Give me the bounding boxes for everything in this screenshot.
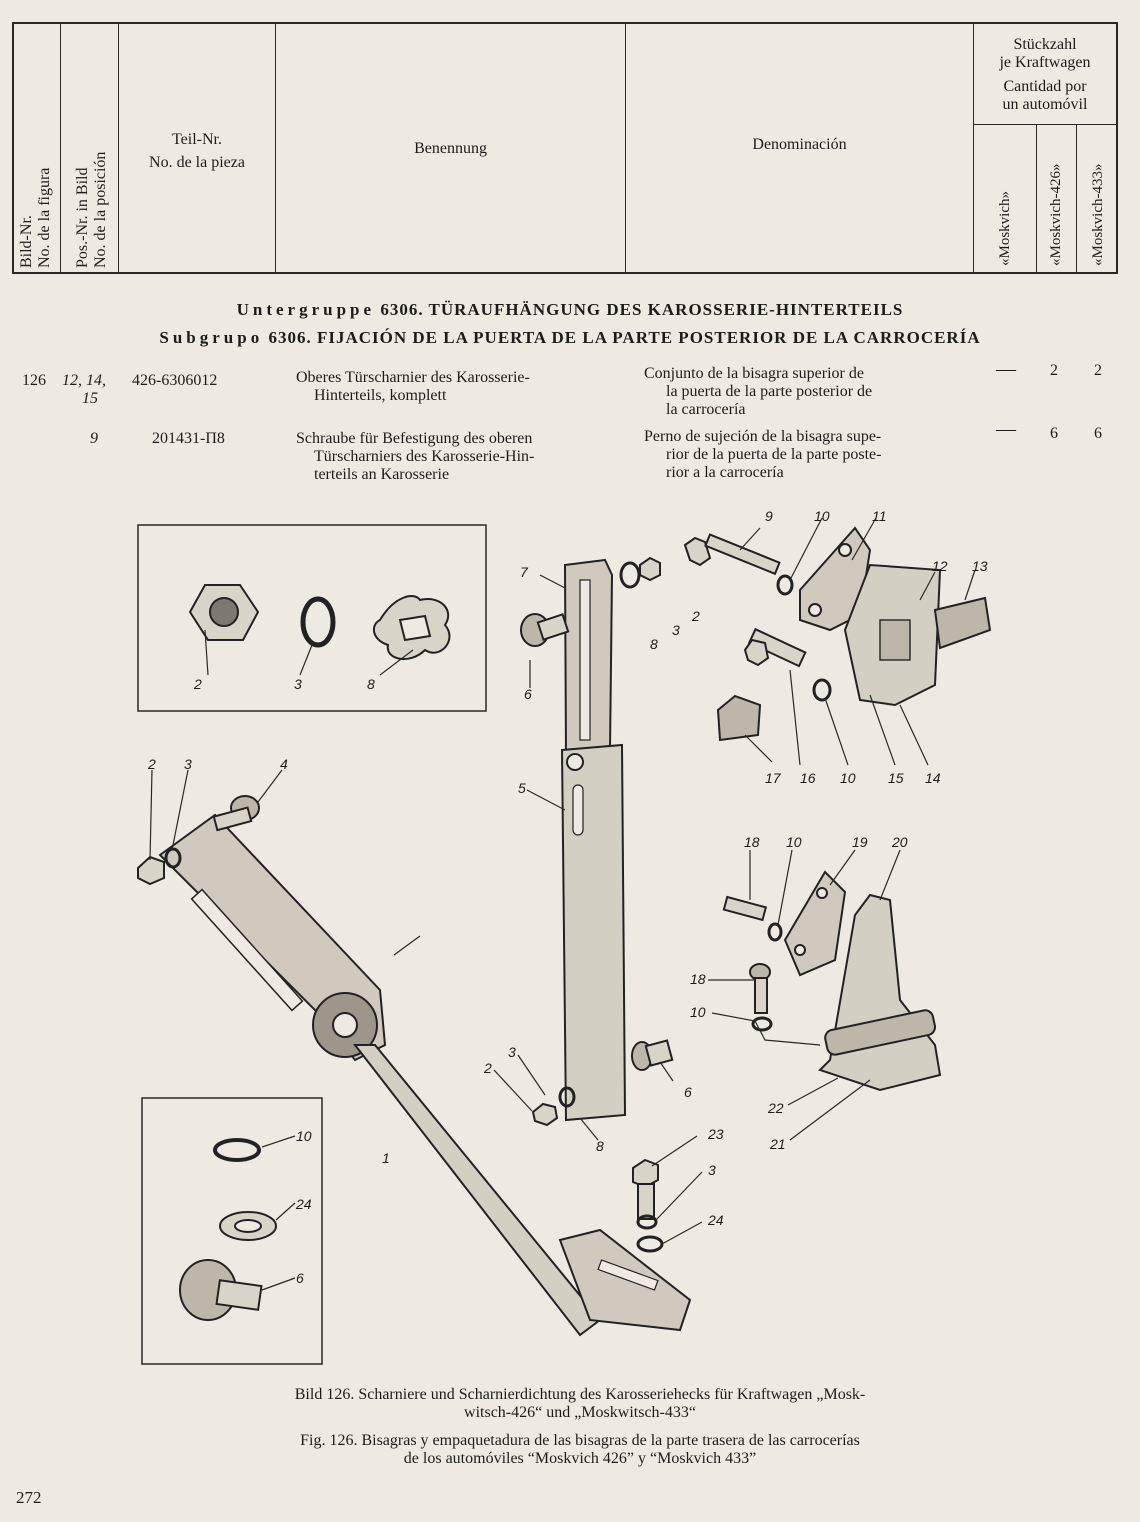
label-part-19: 19 [852,834,868,850]
label-part-21: 21 [770,1136,786,1152]
label-part-3: 3 [672,622,680,638]
inset-frame-washers [141,1097,323,1365]
spring-washer-icon [213,1138,261,1162]
header-part-no: Teil-Nr. No. de la pieza [149,131,245,171]
header-model-426: «Moskvich-426» [1048,163,1064,267]
row-part-no: 201431-П8 [152,430,225,447]
label-part-1: 1 [382,1150,390,1166]
label-part-3: 3 [508,1044,516,1060]
row-denominacion: Perno de sujeción de la bisagra supe- ri… [644,428,882,481]
page-number: 272 [16,1488,42,1507]
label-part-6: 6 [524,686,532,702]
inset-frame-fasteners [137,524,487,712]
label-part-18: 18 [690,971,706,987]
bolt-icon [179,1259,263,1321]
label-part-8: 8 [596,1138,604,1154]
label-inset2-24: 24 [296,1196,312,1212]
label-part-2: 2 [148,756,156,772]
label-part-18: 18 [744,834,760,850]
label-part-16: 16 [800,770,816,786]
figure-caption-es: Fig. 126. Bisagras y empaquetadura de la… [300,1432,860,1467]
row-denominacion: Conjunto de la bisagra superior de la pu… [644,365,873,418]
row-benennung: Oberes Türscharnier des Karosserie- Hint… [296,369,530,404]
row-qty-433: 6 [1094,425,1102,442]
label-inset2-6: 6 [296,1270,304,1286]
header-benennung: Benennung [414,140,487,157]
label-part-6: 6 [684,1084,692,1100]
row-pos-no: 9 [90,430,98,447]
row-qty-433: 2 [1094,362,1102,379]
label-part-10: 10 [840,770,856,786]
row-pos-no: 12, 14, 15 [62,372,106,407]
label-inset1-8: 8 [367,676,375,692]
figure-caption-de: Bild 126. Scharniere und Scharnierdichtu… [294,1386,866,1421]
header-denominacion: Denominación [752,136,847,153]
row-fig-no: 126 [22,372,46,389]
spring-washer-icon [300,596,336,648]
label-part-11: 11 [872,508,887,524]
row-qty-moskvich: — [996,418,1016,440]
label-part-5: 5 [518,780,526,796]
row-part-no: 426-6306012 [132,372,218,389]
row-qty-426: 2 [1050,362,1058,379]
label-inset1-2: 2 [194,676,202,692]
vertical-guide [560,558,627,1122]
bolt-icon [632,1158,664,1253]
label-part-10: 10 [786,834,802,850]
header-model-moskvich: «Moskvich» [997,191,1013,266]
gasket-icon [933,596,992,650]
label-inset1-3: 3 [294,676,302,692]
label-part-12: 12 [932,558,948,574]
header-pos-no: Pos.-Nr. in Bild No. de la posición [74,151,109,268]
header-fig-no: Bild-Nr. No. de la figura [18,167,53,268]
exploded-diagram [137,517,992,1365]
label-part-4: 4 [280,756,288,772]
label-part-22: 22 [768,1100,784,1116]
bolt-icon [212,795,260,832]
subgroup-es: Subgrupo 6306. FIJACIÓN DE LA PUERTA DE … [159,328,981,347]
label-part-3: 3 [708,1162,716,1178]
label-part-23: 23 [708,1126,724,1142]
hinge-arm [158,813,692,1337]
label-inset2-10: 10 [296,1128,312,1144]
label-part-20: 20 [892,834,908,850]
label-part-8: 8 [650,636,658,652]
label-part-9: 9 [765,508,773,524]
hinge-plate [783,870,847,977]
subgroup-de: Untergruppe 6306. TÜRAUFHÄNGUNG DES KARO… [236,300,904,319]
label-part-17: 17 [765,770,781,786]
label-part-2: 2 [692,608,700,624]
label-part-10: 10 [814,508,830,524]
header-quantity: Stückzahl je Kraftwagen Cantidad por un … [999,36,1091,113]
label-part-7: 7 [520,564,528,580]
row-qty-moskvich: — [996,358,1016,380]
row-qty-426: 6 [1050,425,1058,442]
row-benennung: Schraube für Befestigung des oberen Türs… [296,430,535,483]
label-part-13: 13 [972,558,988,574]
label-part-15: 15 [888,770,904,786]
bolt-icon [683,533,794,596]
label-part-14: 14 [925,770,941,786]
label-part-2: 2 [484,1060,492,1076]
label-part-24: 24 [708,1212,724,1228]
header-model-433: «Moskvich-433» [1090,163,1106,267]
label-part-10: 10 [690,1004,706,1020]
bolt-icon [749,963,773,1032]
label-part-3: 3 [184,756,192,772]
